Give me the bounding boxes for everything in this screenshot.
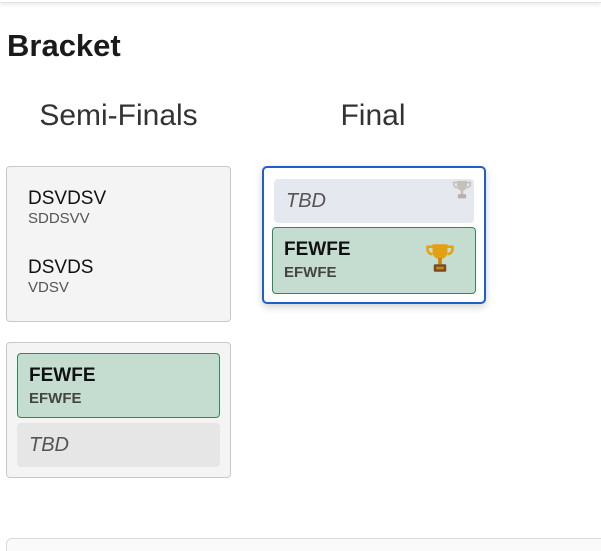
final-match[interactable]: TBD FEWFE EFWFE [262,166,486,304]
winner-team-slot[interactable]: FEWFE EFWFE [272,227,476,294]
semifinal-match-1[interactable]: DSVDSV SDDSVV DSVDS VDSV [6,166,231,322]
team-slot-1[interactable]: DSVDSV SDDSVV [28,188,106,228]
semifinal-match-2[interactable]: FEWFE EFWFE TBD [6,342,231,478]
bottom-card-edge [6,538,601,551]
round-title-semifinals: Semi-Finals [39,99,198,132]
round-title-final: Final [340,99,406,132]
team-subtitle: EFWFE [29,390,82,407]
team-name: DSVDSV [28,188,107,209]
team-name: FEWFE [29,365,96,386]
tbd-slot: TBD [274,179,474,223]
team-name: FEWFE [284,239,351,260]
top-card-edge [0,0,601,3]
tbd-label: TBD [29,434,69,456]
team-slot-2[interactable]: DSVDS VDSV [28,257,93,297]
trophy-icon [426,244,454,272]
tbd-slot: TBD [17,423,220,467]
page-title: Bracket [7,28,121,63]
team-subtitle: VDSV [28,279,69,296]
team-name: DSVDS [28,257,94,278]
tbd-label: TBD [286,190,326,212]
trophy-faded-icon [452,180,472,199]
winner-team-slot[interactable]: FEWFE EFWFE [17,353,220,418]
team-subtitle: EFWFE [284,264,337,281]
team-subtitle: SDDSVV [28,210,90,227]
